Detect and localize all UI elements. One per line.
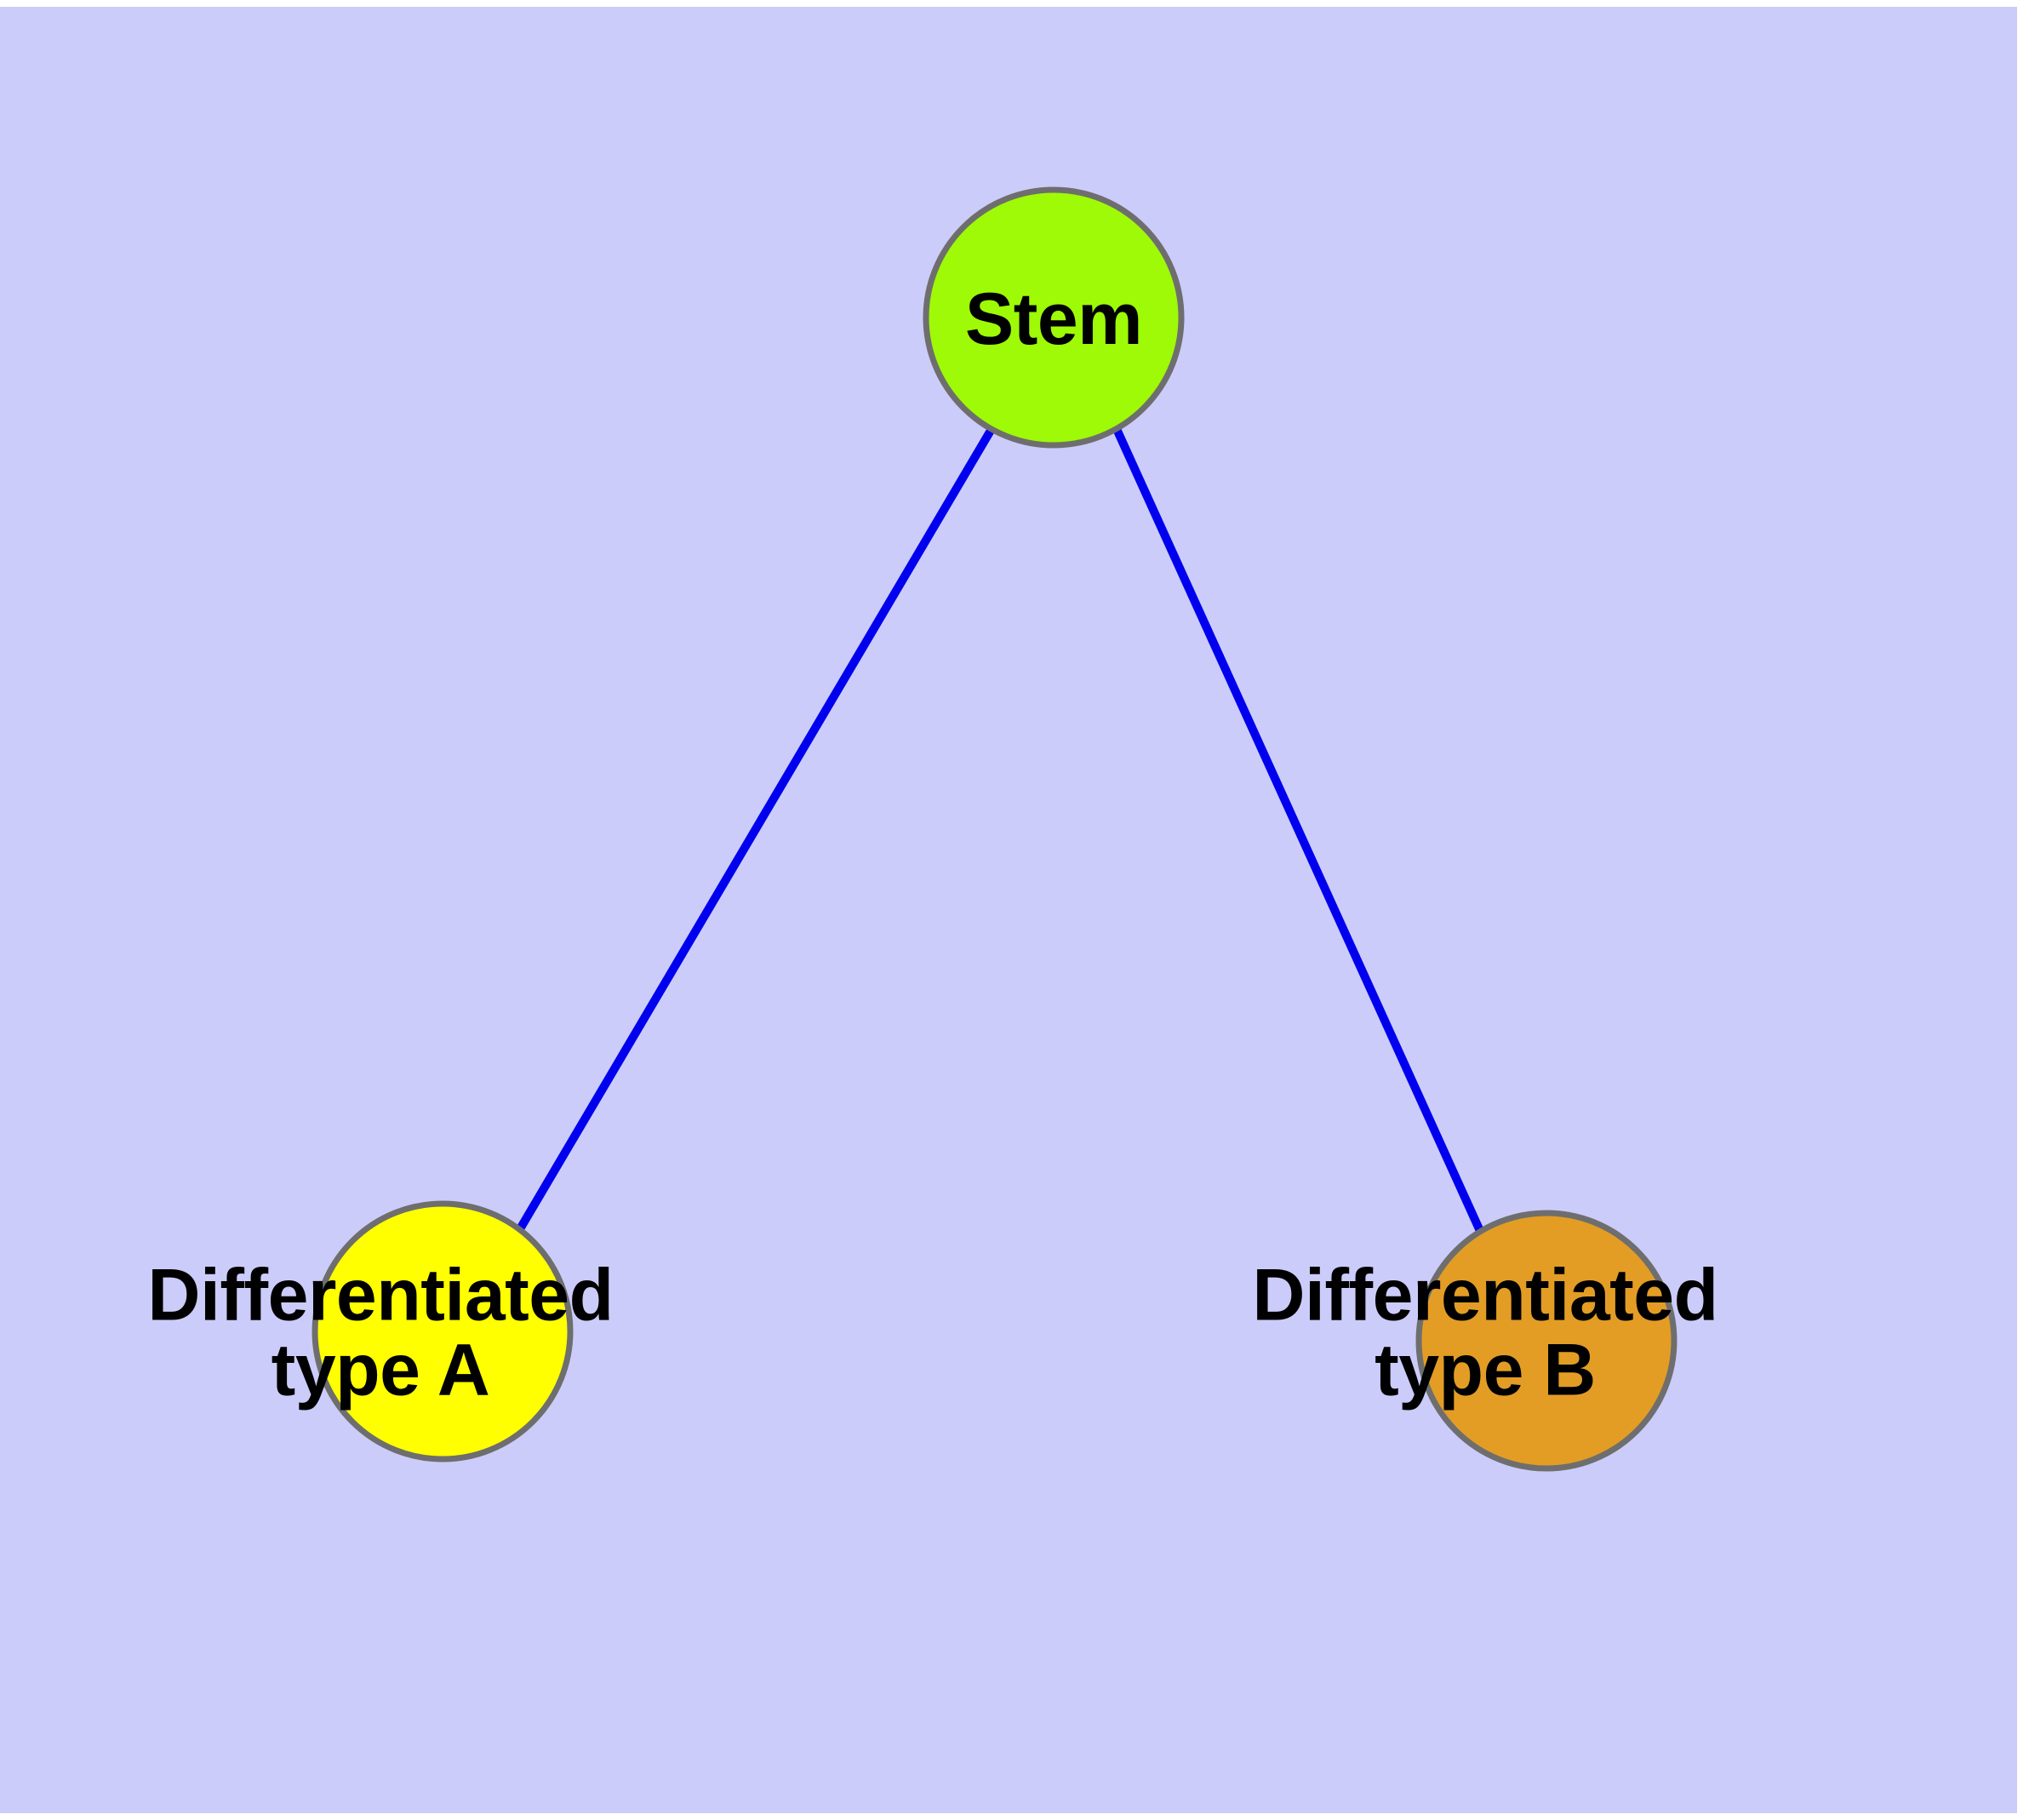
edge-layer [517, 426, 1484, 1233]
node-circle-differentiated-type-b[interactable] [1415, 1210, 1677, 1472]
node-layer [311, 186, 1677, 1472]
edge-stem-to-differentiated-type-a [517, 426, 996, 1230]
node-circle-differentiated-type-a[interactable] [311, 1200, 574, 1462]
edge-stem-to-differentiated-type-b [1112, 426, 1484, 1233]
node-circle-stem[interactable] [923, 186, 1185, 449]
